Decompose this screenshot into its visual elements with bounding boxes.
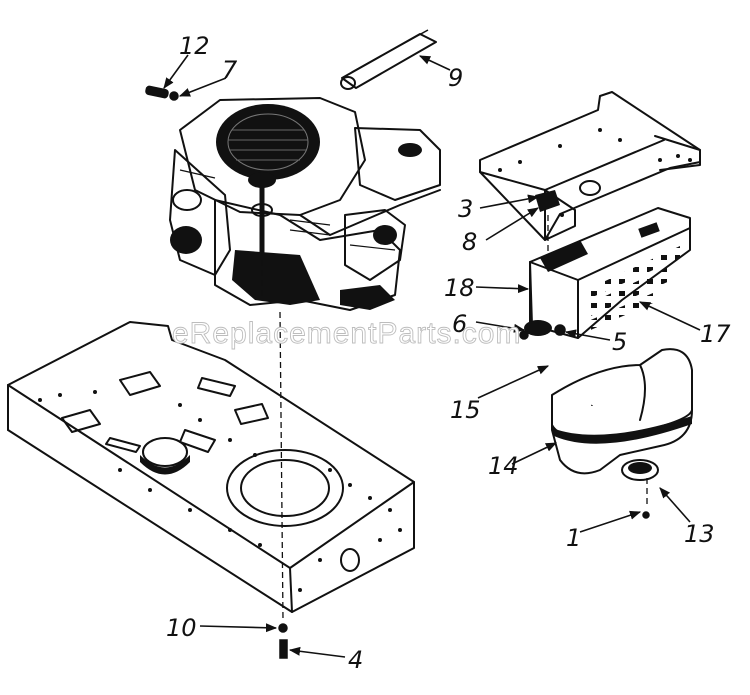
muffler-drawing [551,348,693,475]
watermark-text: eReplacementParts.com [172,317,521,350]
exhaust-pipe-drawing [519,320,600,408]
callout-8: 8 [462,228,477,256]
callout-18: 18 [444,274,475,302]
callout-13: 13 [684,520,715,548]
callout-12: 12 [179,32,210,60]
engine-drawing [169,97,441,311]
callout-1: 1 [566,524,581,552]
bracket-drawing [479,91,701,241]
callout-9: 9 [448,64,463,92]
part-9-drawing [340,29,437,90]
callout-5: 5 [612,328,627,356]
callout-14: 14 [488,452,519,480]
callout-6: 6 [452,310,467,338]
callout-3: 3 [458,195,473,223]
callout-labels: 12 7 9 3 8 18 6 5 17 15 14 1 13 10 4 [166,32,731,674]
callout-15: 15 [450,396,481,424]
bolt-12-7-drawing [145,85,179,101]
callout-4: 4 [348,646,363,674]
frame-drawing [7,321,415,613]
part-13-drawing [621,459,659,519]
heat-shield-drawing [529,207,691,339]
alignment-lines [261,210,648,621]
bolt-10-4-drawing [278,623,288,659]
callout-17: 17 [700,320,731,348]
callout-10: 10 [166,614,197,642]
leader-lines [163,54,701,658]
callout-7: 7 [222,56,238,84]
